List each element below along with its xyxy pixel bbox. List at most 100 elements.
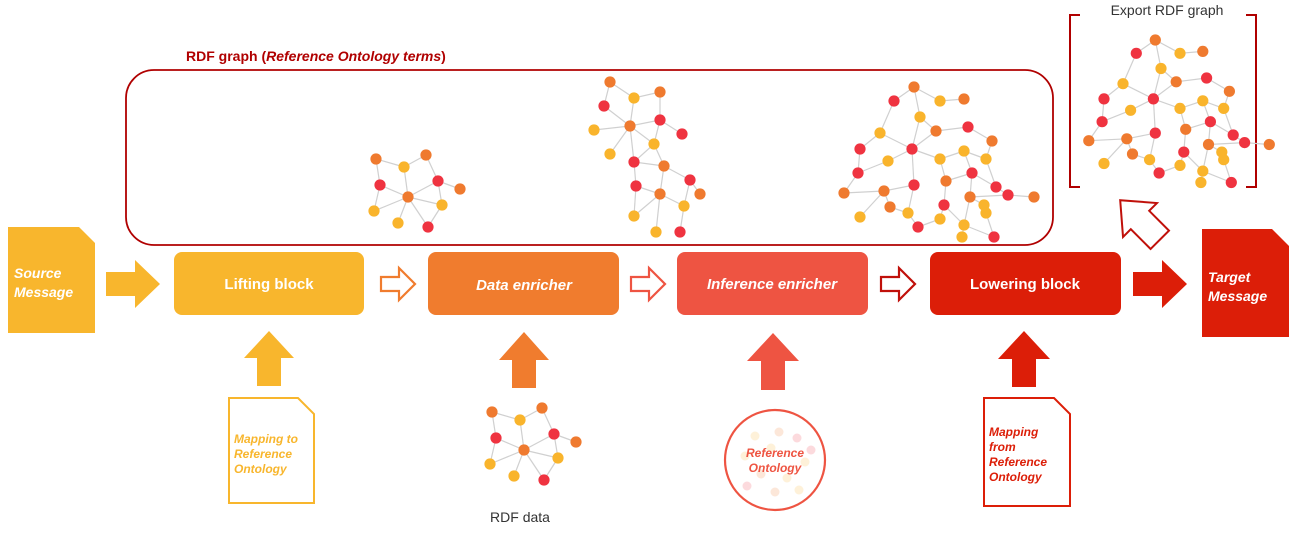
rdf-graph-title: RDF graph (Reference Ontology terms) [186,48,446,64]
graph-node [874,127,886,139]
graph-edge [373,196,409,212]
data-enricher-output-graph [588,76,706,238]
graph-node [986,135,998,147]
document-icon [1202,229,1289,337]
graph-node [1130,47,1142,59]
graph-node [1195,176,1207,189]
document-icon [228,397,315,504]
graph-node [624,120,636,132]
data-enricher-block: Data enricher [428,252,619,315]
graph-node [630,180,642,192]
graph-node [1153,167,1165,179]
graph-node [902,207,914,219]
graph-node [490,432,502,444]
reference-ontology-line-2: Ontology [749,461,803,475]
graph-edge [655,193,661,233]
inference-enricher-label: Inference enricher [707,276,838,293]
mapping-to-line-2: Reference [234,447,292,461]
faint-node [782,473,792,483]
rdf-graph-container: RDF graph (Reference Ontology terms) [125,48,1054,246]
graph-edge [407,196,429,228]
export-title: Export RDF graph [1111,2,1224,18]
right-arrow-icon [879,265,917,303]
graph-node [888,95,900,107]
faint-node [766,443,776,453]
graph-node [940,175,952,187]
graph-node [684,174,696,186]
graph-node [628,92,640,104]
graph-node [1197,95,1209,107]
mapping-from-line-3: Reference [989,455,1047,469]
graph-node [678,200,690,212]
graph-node [518,444,530,456]
graph-node [374,179,386,191]
graph-node [604,148,616,160]
graph-edge [523,449,545,481]
graph-node [934,213,946,225]
faint-node [806,445,816,455]
mapping-to-line-1: Mapping to [234,432,298,446]
graph-node [990,181,1002,193]
graph-clusters [368,34,1275,486]
mapping-to-line-3: Ontology [234,462,288,476]
graph-node [398,161,410,173]
graph-edge [633,193,661,217]
graph-edge [489,449,525,465]
reference-ontology-line-1: Reference [746,446,804,460]
rdf-graph-title-suffix: ) [441,48,446,64]
graph-node [1227,129,1239,141]
graph-node [508,470,520,482]
up-arrow-icon [998,331,1050,387]
faint-node [794,485,804,495]
graph-node [604,76,616,88]
mapping-from-line-1: Mapping [989,425,1039,439]
graph-node [912,221,924,233]
export-arrow-icon [1119,199,1171,251]
graph-node [420,149,432,161]
graph-node [694,188,706,200]
graph-node [628,156,640,168]
up-arrow-icon [499,332,549,388]
right-arrow-icon [1133,260,1187,308]
graph-edge [1088,138,1127,142]
graph-node [1121,133,1133,145]
faint-node [750,431,760,441]
graph-node [1263,138,1275,151]
graph-node [962,121,974,133]
lifting-block: Lifting block [174,252,364,315]
graph-node [882,155,894,167]
graph-node [1002,189,1014,201]
faint-node [770,487,780,497]
graph-node [1083,135,1095,147]
graph-node [934,95,946,107]
graph-node [1098,93,1110,105]
graph-node [1239,137,1251,149]
graph-node [1126,148,1139,160]
graph-node [370,153,382,165]
graph-node [432,175,444,187]
faint-node [740,451,750,461]
source-message-line-1: Source [14,265,62,281]
graph-node [654,188,666,200]
graph-node [1180,123,1192,135]
pipeline-arrows [106,260,1187,308]
inference-output-graph [838,81,1040,243]
graph-node [958,219,970,231]
graph-node [1170,76,1182,88]
target-message-line-2: Message [1208,288,1267,304]
graph-node [454,183,466,195]
graph-node [1096,116,1108,128]
graph-node [1218,102,1230,114]
graph-edge [1152,98,1156,134]
lifting-output-graph [368,149,466,233]
graph-node [966,167,978,179]
rdf-data-label: RDF data [490,509,550,525]
graph-node [674,226,686,238]
graph-node [1223,85,1235,97]
